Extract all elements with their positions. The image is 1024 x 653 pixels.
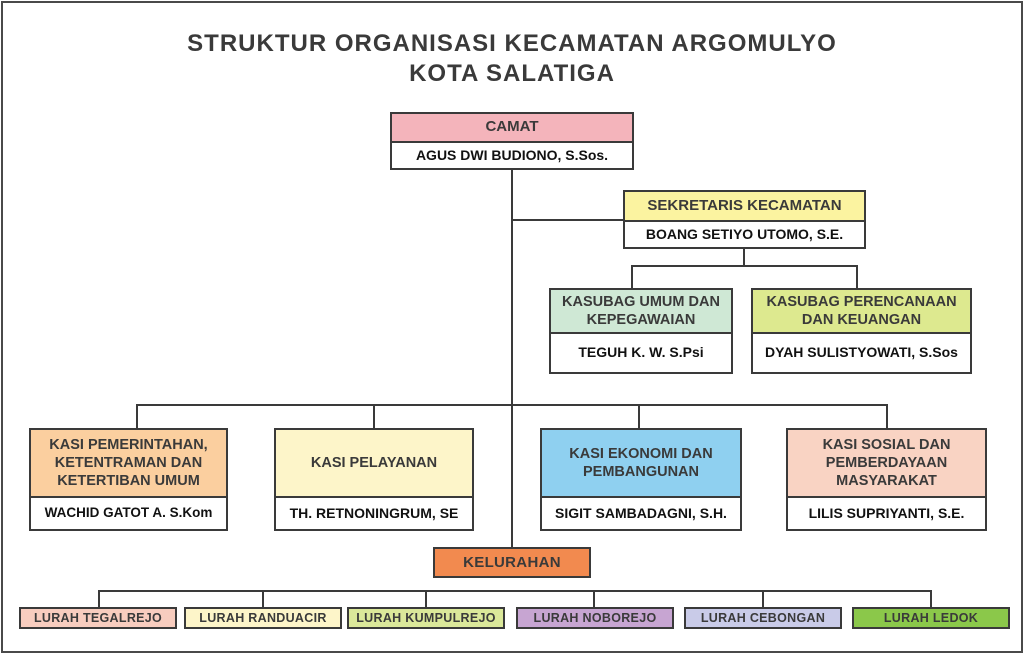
connector-to-sekretaris (511, 219, 624, 221)
camat-role: CAMAT (392, 114, 632, 143)
camat-box: CAMAT AGUS DWI BUDIONO, S.Sos. (390, 112, 634, 170)
kasi-pelayanan-name: TH. RETNONINGRUM, SE (289, 504, 459, 521)
connector-main-vertical (511, 168, 513, 548)
kasubag-perencanaan-box: KASUBAG PERENCANAAN DAN KEUANGAN DYAH SU… (751, 288, 972, 374)
kasi-sosial-role: KASI SOSIAL DAN PEMBERDAYAAN MASYARAKAT (788, 430, 985, 498)
sekretaris-role: SEKRETARIS KECAMATAN (625, 192, 864, 222)
connector-kasubag-horizontal (631, 265, 858, 267)
kasi-pelayanan-role: KASI PELAYANAN (276, 430, 472, 498)
kasi-ekonomi-role: KASI EKONOMI DAN PEMBANGUNAN (542, 430, 740, 498)
connector-lurah-1 (98, 590, 100, 608)
camat-name: AGUS DWI BUDIONO, S.Sos. (415, 146, 609, 163)
connector-kasi-2 (373, 404, 375, 429)
connector-kasi-4 (886, 404, 888, 429)
kelurahan-box: KELURAHAN (433, 547, 591, 578)
kasi-pemerintahan-role: KASI PEMERINTAHAN, KETENTRAMAN DAN KETER… (31, 430, 226, 498)
lurah-randuacir: LURAH RANDUACIR (184, 607, 342, 629)
kasi-sosial-name: LILIS SUPRIYANTI, S.E. (808, 504, 965, 521)
chart-title-line2: KOTA SALATIGA (409, 60, 615, 87)
lurah-cebongan: LURAH CEBONGAN (684, 607, 842, 629)
kasubag-umum-name: TEGUH K. W. S.Psi (578, 344, 704, 360)
lurah-noborejo: LURAH NOBOREJO (516, 607, 674, 629)
kasi-sosial-box: KASI SOSIAL DAN PEMBERDAYAAN MASYARAKAT … (786, 428, 987, 531)
connector-lurah-3 (425, 590, 427, 608)
kasi-ekonomi-box: KASI EKONOMI DAN PEMBANGUNAN SIGIT SAMBA… (540, 428, 742, 531)
connector-lurah-4 (593, 590, 595, 608)
sekretaris-name: BOANG SETIYO UTOMO, S.E. (645, 225, 844, 242)
connector-lurah-horizontal (98, 590, 932, 592)
connector-kasubag-left (631, 265, 633, 289)
connector-lurah-2 (262, 590, 264, 608)
lurah-ledok: LURAH LEDOK (852, 607, 1010, 629)
connector-kasi-horizontal (136, 404, 888, 406)
kasubag-perencanaan-name: DYAH SULISTYOWATI, S.Sos (765, 344, 958, 360)
connector-sekretaris-down (743, 248, 745, 266)
chart-title-line1: STRUKTUR ORGANISASI KECAMATAN ARGOMULYO (187, 30, 837, 57)
kasi-pelayanan-box: KASI PELAYANAN TH. RETNONINGRUM, SE (274, 428, 474, 531)
kasubag-perencanaan-role: KASUBAG PERENCANAAN DAN KEUANGAN (753, 290, 970, 334)
kasi-ekonomi-name: SIGIT SAMBADAGNI, S.H. (555, 504, 727, 521)
kasubag-umum-role: KASUBAG UMUM DAN KEPEGAWAIAN (551, 290, 731, 334)
connector-kasi-3 (638, 404, 640, 429)
kasi-pemerintahan-box: KASI PEMERINTAHAN, KETENTRAMAN DAN KETER… (29, 428, 228, 531)
lurah-tegalrejo: LURAH TEGALREJO (19, 607, 177, 629)
sekretaris-box: SEKRETARIS KECAMATAN BOANG SETIYO UTOMO,… (623, 190, 866, 249)
connector-lurah-5 (762, 590, 764, 608)
kasi-pemerintahan-name: WACHID GATOT A. S.Kom (44, 505, 213, 520)
kasubag-umum-box: KASUBAG UMUM DAN KEPEGAWAIAN TEGUH K. W.… (549, 288, 733, 374)
connector-kasi-1 (136, 404, 138, 429)
lurah-kumpulrejo: LURAH KUMPULREJO (347, 607, 505, 629)
connector-lurah-6 (930, 590, 932, 608)
connector-kasubag-right (856, 265, 858, 289)
